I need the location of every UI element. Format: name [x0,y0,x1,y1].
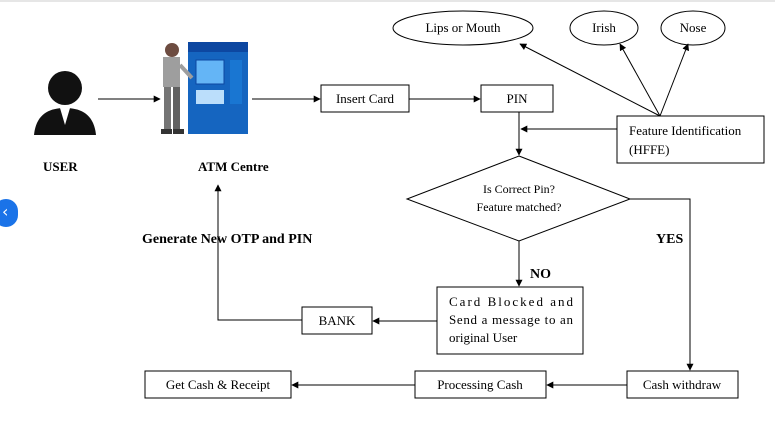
insert-card-label: Insert Card [336,91,395,106]
user-icon [34,71,96,135]
no-label: NO [530,267,551,282]
bank-label: BANK [319,313,356,328]
yes-label: YES [656,232,683,247]
decision-diamond [405,155,632,242]
get-cash-label: Get Cash & Receipt [166,377,271,392]
atm-icon [161,42,248,134]
chevron-left-icon: ‹ [2,202,9,221]
arrow-to-irish [619,43,661,117]
feature-id-line1: Feature Identification [629,123,742,138]
card-blocked-line3: original User [449,330,518,345]
cash-withdraw-box [626,370,739,399]
arrow-to-nose [659,43,689,117]
back-button[interactable]: ‹ [0,199,18,227]
card-blocked-box [436,286,584,355]
decision-line1: Is Correct Pin? [483,182,555,196]
processing-cash-label: Processing Cash [437,377,523,392]
arrow-bank-atm [214,184,302,321]
cash-withdraw-label: Cash withdraw [643,377,722,392]
atm-label: ATM Centre [198,159,269,174]
get-cash-box [144,370,292,399]
nose-ellipse [660,10,726,46]
nose-label: Nose [680,20,707,35]
feature-id-box [616,115,765,164]
decision-line2: Feature matched? [477,200,562,214]
feature-id-line2: (HFFE) [629,142,669,157]
lips-mouth-ellipse [392,10,534,46]
generate-otp-label: Generate New OTP and PIN [142,232,312,247]
lips-mouth-label: Lips or Mouth [425,20,501,35]
processing-cash-box [414,370,547,399]
card-blocked-line2: Send a message to an [449,312,574,327]
insert-card-box [320,84,410,113]
top-border [0,0,775,2]
user-label: USER [43,159,78,174]
irish-ellipse [569,10,639,46]
pin-box [480,84,554,113]
irish-label: Irish [592,20,616,35]
pin-label: PIN [507,91,529,106]
arrow-yes [630,198,694,371]
arrow-to-lips [519,43,661,117]
